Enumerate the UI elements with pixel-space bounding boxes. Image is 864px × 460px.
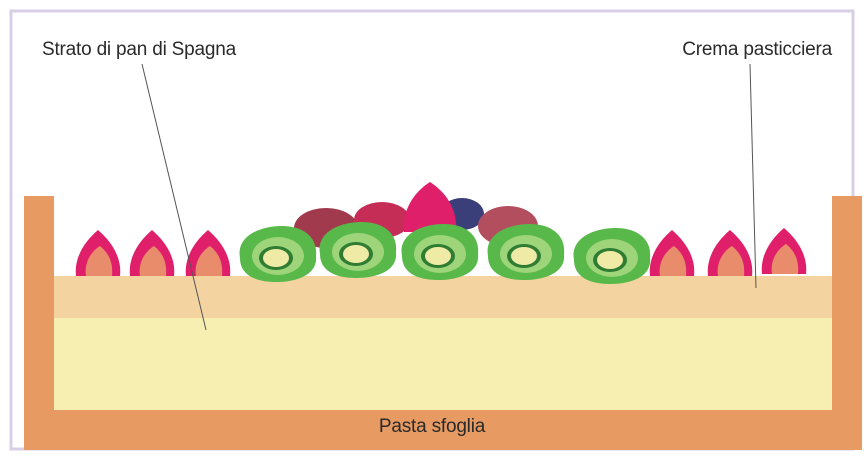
pastry-cream-label: Crema pasticciera xyxy=(682,39,832,61)
kiwi-slice-1 xyxy=(240,226,317,282)
strawberry-1 xyxy=(76,230,121,276)
kiwi-slice-4 xyxy=(488,224,565,280)
sponge-layer xyxy=(54,318,832,410)
strawberry-3 xyxy=(186,230,231,276)
strawberry-5 xyxy=(708,230,753,276)
cream-layer xyxy=(54,276,832,318)
strawberry-2 xyxy=(130,230,175,276)
strawberry-4 xyxy=(650,230,695,276)
strawberry-6 xyxy=(762,228,807,274)
cream-leader-line xyxy=(750,64,756,288)
puff-pastry-label: Pasta sfoglia xyxy=(0,416,864,438)
kiwi-slice-5 xyxy=(574,228,651,284)
kiwi-slice-2 xyxy=(320,222,397,278)
kiwi-slice-3 xyxy=(402,224,479,280)
sponge-layer-label: Strato di pan di Spagna xyxy=(42,39,236,61)
